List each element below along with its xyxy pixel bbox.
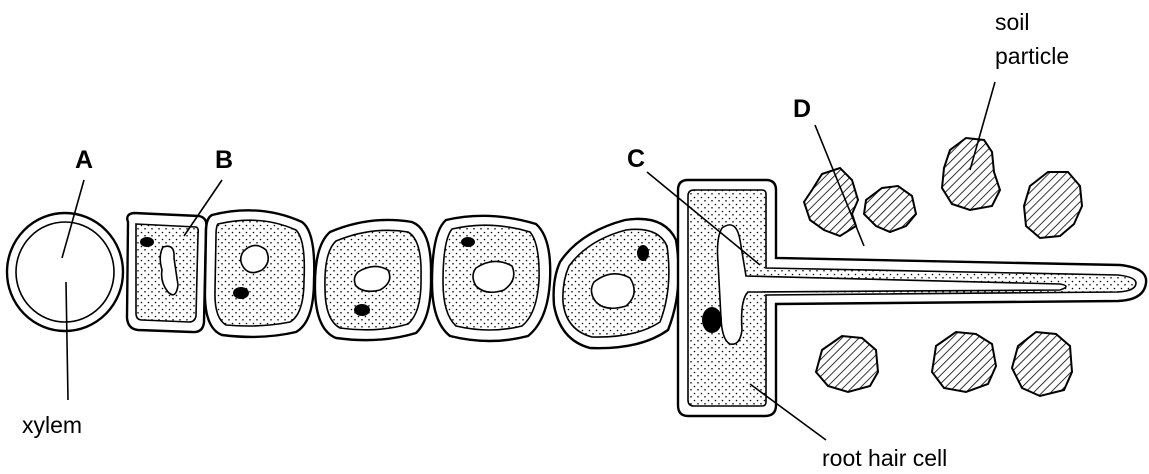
label-soil: soil [995, 9, 1030, 35]
label-a: A [75, 146, 93, 174]
cortex-cell-b [127, 213, 206, 332]
cortex-cell-5 [554, 219, 679, 348]
soil-particle [804, 168, 858, 236]
soil-particle [1024, 172, 1082, 238]
soil-particle [816, 336, 878, 392]
label-root-hair-cell: root hair cell [822, 445, 947, 471]
label-particle: particle [995, 43, 1069, 69]
label-b: B [215, 146, 233, 174]
label-d: D [793, 95, 811, 123]
soil-particle [942, 138, 1000, 210]
xylem-vessel [7, 213, 123, 331]
cortex-cell-4 [432, 216, 550, 341]
label-c: C [627, 145, 645, 173]
soil-particle [1012, 332, 1072, 396]
cortex-cell-3 [315, 220, 431, 340]
soil-particle [932, 332, 996, 392]
soil-particle [864, 186, 916, 232]
label-xylem: xylem [22, 412, 82, 438]
cortex-cell-2 [205, 210, 314, 337]
